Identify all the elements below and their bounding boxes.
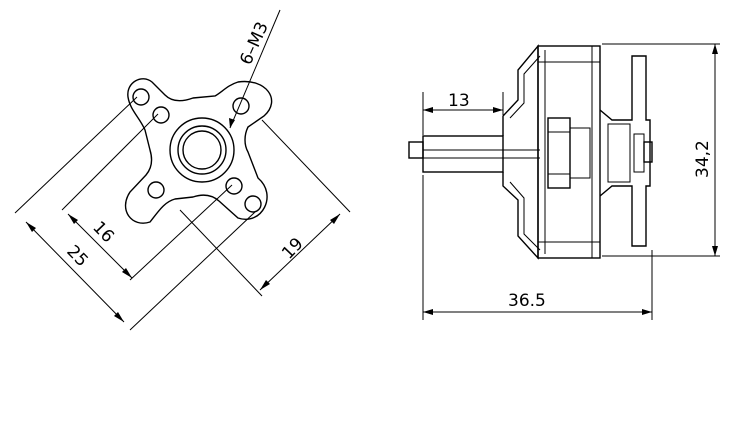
dim-25-arrow [26,222,36,232]
dim-13-label: 13 [448,91,470,111]
dim-16-arrow [122,268,132,278]
dim-25-line [25,221,125,323]
thread-label: 6–M3 [236,19,272,68]
mount-hole [232,97,250,115]
mount-hole [132,88,150,106]
mount-outline [124,78,273,224]
hub-inner-circle [177,125,227,175]
shaft-body [422,135,504,173]
thread-leader-arrow [229,118,235,128]
dim-16-extension [129,184,233,281]
dim-25-arrow [114,312,124,322]
shaft [408,141,424,159]
mount-hole [152,106,170,124]
dim-19-arrow [330,214,340,224]
front-view: 6–M3 25 16 19 [14,9,351,331]
dim-16-extension [61,113,159,211]
hub-outer-circle [169,117,235,183]
dim-19-extension [179,209,263,297]
dim-19-label: 19 [278,234,307,263]
rear-shaft-end [643,141,653,163]
inner-nut [547,117,571,189]
dim-342-label: 34,2 [693,140,713,178]
dim-16-arrow [68,214,78,224]
dim-365-label: 36.5 [508,291,546,311]
hub-bore-circle [182,130,222,170]
dim-16-label: 16 [88,218,117,247]
mount-hole [225,177,243,195]
dim-25-extension [129,211,256,331]
dim-19-line [259,213,341,291]
side-view: 13 34,2 36.5 [408,43,720,320]
mount-hole [147,181,165,199]
motor-can [537,45,601,259]
dim-25-extension [14,96,138,214]
mount-hole [244,195,262,213]
rear-mount [599,55,651,247]
dim-19-extension [261,119,351,213]
dim-19-arrow [260,280,270,290]
thread-leader-line [229,9,281,129]
motor-bell-front [502,44,539,260]
dim-25-label: 25 [62,242,91,271]
dim-16-line [67,213,133,279]
